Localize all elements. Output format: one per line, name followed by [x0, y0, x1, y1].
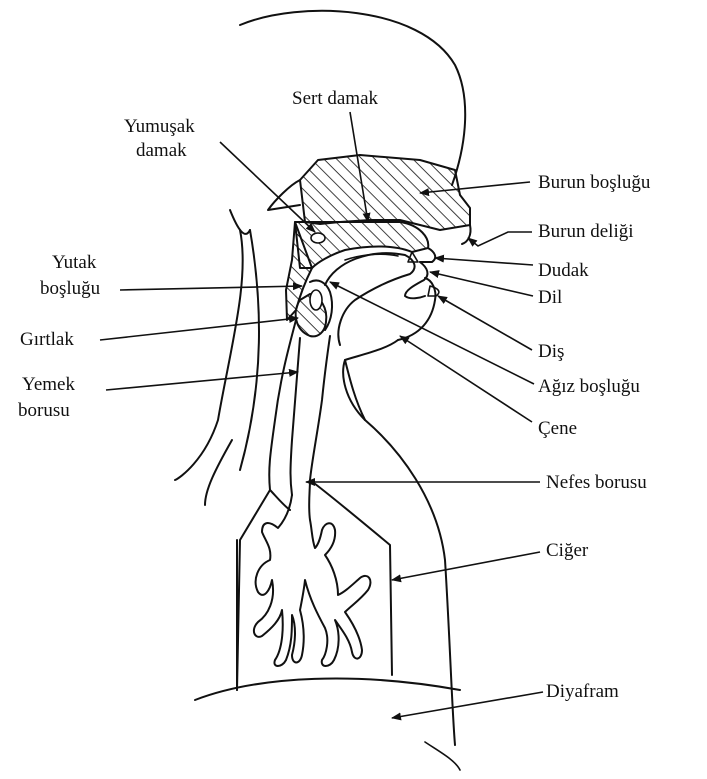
leader-dudak [435, 258, 533, 265]
nasal-cavity [300, 155, 470, 230]
label-dudak: Dudak [538, 260, 589, 281]
leader-cene [400, 336, 532, 422]
body-outline [175, 11, 465, 745]
lower-teeth [428, 286, 439, 296]
label-nefes-borusu: Nefes borusu [546, 472, 647, 493]
back-of-neck [175, 230, 243, 480]
leader-dis [438, 296, 532, 350]
front-airway [345, 360, 365, 420]
soft-palate-tip [311, 233, 325, 243]
label-girtlak: Gırtlak [20, 329, 74, 350]
esophagus-back [269, 320, 296, 490]
nose-tip [462, 225, 471, 244]
bronchial-tree [254, 480, 371, 666]
leader-yemek-borusu [106, 372, 298, 390]
label-dis: Diş [538, 341, 564, 362]
lower-lip [405, 262, 427, 298]
torso-bottom [425, 742, 460, 770]
trachea-front [310, 336, 330, 480]
label-yutak-boslugu-line2: boşluğu [40, 278, 101, 299]
label-yemek-borusu-line2: borusu [18, 400, 70, 421]
front-of-neck [343, 340, 455, 745]
label-cene: Çene [538, 418, 577, 439]
larynx-opening [310, 290, 322, 310]
lung-outline [237, 480, 392, 690]
leader-diyafram [392, 692, 543, 718]
tongue [325, 253, 415, 345]
label-burun-boslugu: Burun boşluğu [538, 172, 651, 193]
label-diyafram: Diyafram [546, 681, 619, 702]
leader-dil [430, 272, 533, 296]
diaphragm [195, 679, 460, 700]
label-sert-damak: Sert damak [292, 88, 379, 109]
label-agiz-boslugu: Ağız boşluğu [538, 376, 640, 397]
label-ciger: Ciğer [546, 540, 589, 561]
trachea-back [291, 338, 301, 495]
back-of-head [230, 210, 250, 234]
label-dil: Dil [538, 287, 562, 308]
leader-girtlak [100, 318, 298, 340]
label-yemek-borusu-line1: Yemek [22, 374, 75, 395]
label-yutak-boslugu-line1: Yutak [52, 252, 97, 273]
leader-yutak-boslugu [120, 286, 302, 290]
nose-bridge [268, 180, 300, 210]
leader-ciger [392, 552, 540, 580]
label-yumusak-damak-line1: Yumuşak [124, 116, 195, 137]
label-burun-deligi: Burun deliği [538, 221, 634, 242]
spine-line [205, 440, 232, 505]
leader-burun-deligi [468, 232, 532, 246]
label-yumusak-damak-line2: damak [136, 140, 187, 161]
